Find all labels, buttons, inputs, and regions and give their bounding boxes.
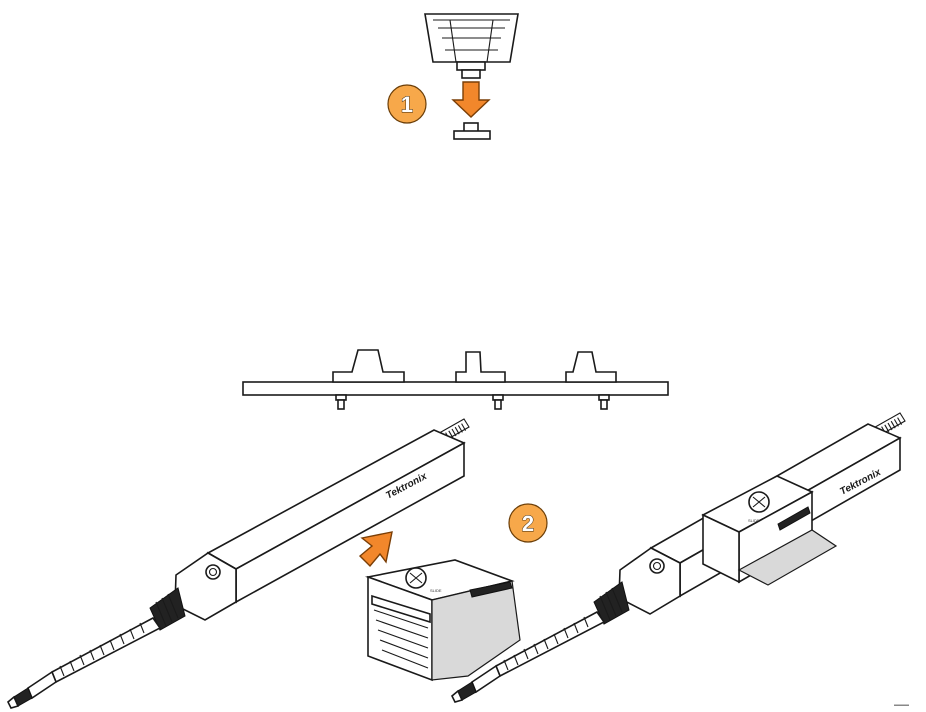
probe-left: Tektronix: [7, 418, 470, 709]
step-1-arrow: [451, 81, 491, 118]
base-screw-left: [335, 394, 347, 410]
step-2-badge: 2: [508, 503, 548, 543]
svg-text:SLIDE: SLIDE: [748, 518, 760, 523]
tripod-base-plate: [242, 349, 669, 410]
tripod-head: [453, 122, 491, 140]
probe-right-assembled: Tektronix SLIDE: [451, 412, 906, 703]
base-screw-right: [598, 394, 610, 410]
probe-clip-adapter: SLIDE: [364, 559, 521, 682]
svg-text:SLIDE: SLIDE: [430, 588, 442, 593]
probe-holder-mount: [424, 13, 519, 79]
base-screw-center: [492, 394, 504, 410]
step-1-badge: 1: [387, 84, 427, 124]
step-1-number: 1: [401, 92, 413, 117]
step-2-arrow: [358, 531, 393, 568]
figure-code: ▬▬▬: [894, 702, 909, 708]
step-2-number: 2: [522, 511, 534, 536]
